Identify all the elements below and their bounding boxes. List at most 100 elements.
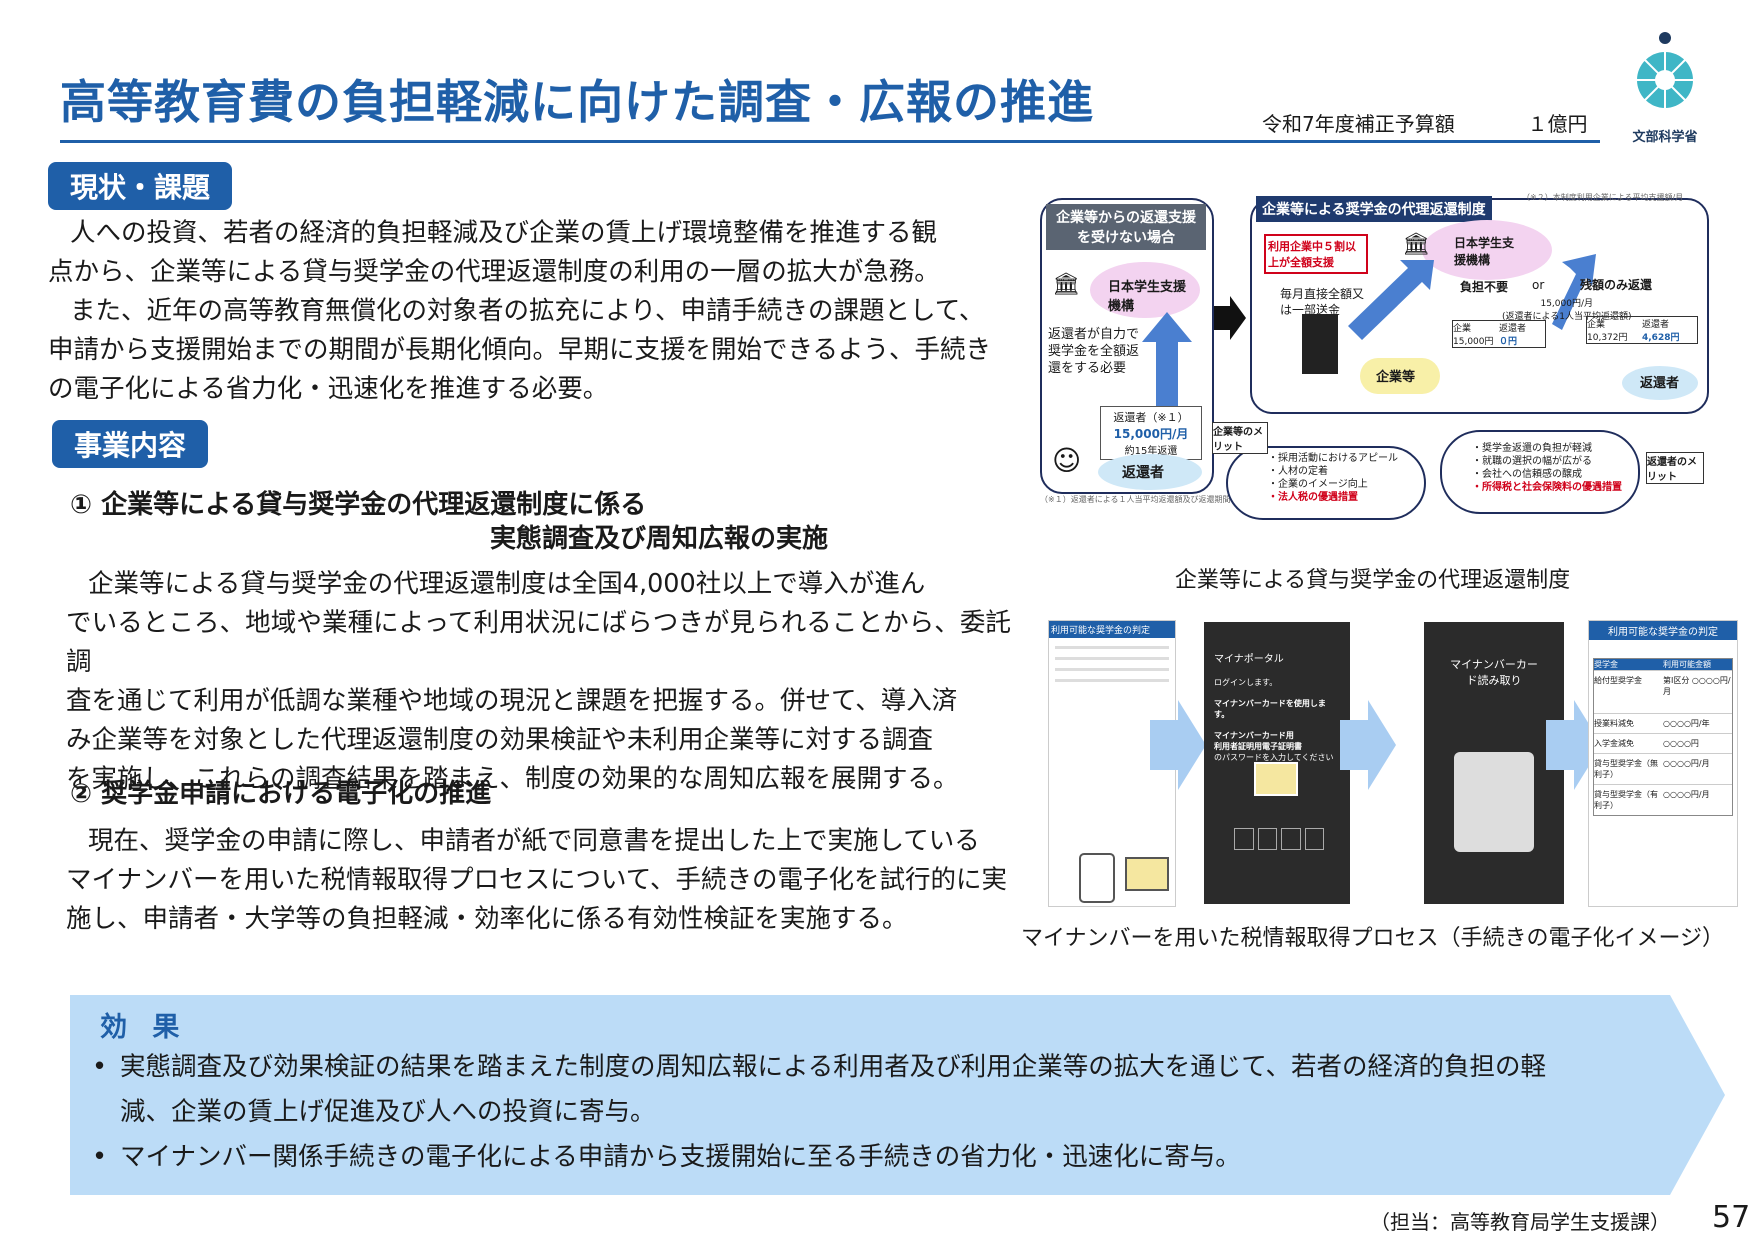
result-val: 第Ⅰ区分 ○○○○円/月 bbox=[1663, 670, 1732, 713]
jasso-bubble-right bbox=[1422, 220, 1552, 280]
avg-amount-note: (返還者による1人当平均返還額) bbox=[1502, 312, 1632, 322]
result-head: 奨学金 bbox=[1594, 659, 1663, 670]
figure2-caption: マイナンバーを用いた税情報取得プロセス（手続きの電子化イメージ） bbox=[1020, 926, 1725, 951]
ministry-logo: 文部科学省 bbox=[1630, 30, 1700, 145]
result-val: ○○○○円/月 bbox=[1663, 753, 1732, 784]
card-icon bbox=[1254, 762, 1298, 796]
effect-bullets: • 実態調査及び効果検証の結果を踏まえた制度の周知広報による利用者及び利用企業等… bbox=[92, 1045, 1652, 1180]
result-head: 利用可能金額 bbox=[1663, 659, 1732, 670]
repayer-merit: ・所得税と社会保険料の優遇措置 bbox=[1472, 482, 1622, 493]
repayer-label-right: 返還者 bbox=[1640, 376, 1680, 391]
table-a-company-val: 15,000円 bbox=[1453, 337, 1494, 347]
effect-label: 効 果 bbox=[100, 1012, 188, 1043]
or-label: or bbox=[1532, 278, 1545, 292]
logo-text: 文部科学省 bbox=[1632, 130, 1698, 145]
repayer-merit-title: 返還者のメリット bbox=[1646, 452, 1704, 484]
result-screen-title: 利用可能な奨学金の判定 bbox=[1589, 621, 1737, 640]
result-name: 給付型奨学金 bbox=[1594, 670, 1663, 713]
avg-amount: 15,000円/月 bbox=[1540, 299, 1593, 309]
avg-amount-block: 15,000円/月 (返還者による1人当平均返還額) bbox=[1502, 296, 1631, 322]
digitization-flow: 利用可能な奨学金の判定 マイナポータル ログインします。 マイナンバーカードを使… bbox=[1040, 620, 1740, 910]
item1-line: でいるところ、地域や業種によって利用状況にばらつきが見られることから、委託調 bbox=[66, 608, 1011, 677]
item1-line: み企業等を対象とした代理返還制度の効果検証や未利用企業等に対する調査 bbox=[66, 725, 934, 755]
result-table: 奨学金 利用可能金額 給付型奨学金 第Ⅰ区分 ○○○○円/月 授業料減免 ○○○… bbox=[1593, 658, 1733, 816]
effect-bullet-text: マイナンバー関係手続きの電子化による申請から支援開始に至る手続きの省力化・迅速化… bbox=[120, 1142, 1241, 1172]
budget-line: 令和7年度補正予算額 １億円 bbox=[1262, 108, 1587, 137]
status-line: の電子化による省力化・迅速化を推進する必要。 bbox=[48, 374, 609, 404]
logo-emblem-icon bbox=[1637, 32, 1693, 108]
left-amount-sub: 約15年返還 bbox=[1124, 446, 1178, 457]
item1-title-line2: 実態調査及び周知広報の実施 bbox=[490, 524, 829, 554]
transfer-arrow-icon bbox=[1348, 260, 1434, 340]
item1-title-line1: ① 企業等による貸与奨学金の代理返還制度に係る bbox=[70, 490, 647, 520]
phone-icon bbox=[1079, 853, 1115, 903]
proxy-header: 企業等による奨学金の代理返還制度 bbox=[1256, 196, 1492, 222]
item2-line: 施し、申請者・大学等の負担軽減・効率化に係る有効性検証を実施する。 bbox=[66, 904, 908, 934]
no-support-box: 企業等からの返還支援を受けない場合 🏛 日本学生支援機構 返還者が自力で奨学金を… bbox=[1040, 198, 1214, 494]
jasso-bubble-left bbox=[1090, 262, 1200, 318]
repayer-merit: ・就職の選択の幅が広がる bbox=[1472, 456, 1592, 467]
item2-line: 現在、奨学金の申請に際し、申請者が紙で同意書を提出した上で実施している bbox=[88, 826, 980, 856]
page-title: 高等教育費の負担軽減に向けた調査・広報の推進 bbox=[60, 75, 1094, 129]
mynaportal-line: のパスワードを入力してください bbox=[1214, 753, 1334, 762]
result-val: ○○○○円/年 bbox=[1663, 713, 1732, 733]
card-reading-title: マイナンバーカード読み取り bbox=[1450, 658, 1538, 687]
item1-line: 査を通じて利用が低調な業種や地域の現況と課題を把握する。併せて、導入済 bbox=[66, 686, 958, 716]
repay-arrow-icon bbox=[1142, 312, 1192, 428]
building-icon-right: 🏛 bbox=[1402, 232, 1430, 257]
status-paragraph: 人への投資、若者の経済的負担軽減及び企業の賃上げ環境整備を推進する観 点から、企… bbox=[48, 214, 1013, 409]
effect-banner bbox=[70, 995, 1725, 1195]
title-underline bbox=[60, 140, 1600, 143]
item2-line: マイナンバーを用いた税情報取得プロセスについて、手続きの電子化を試行的に実 bbox=[66, 865, 1007, 895]
repayer-label-left: 返還者 bbox=[1122, 465, 1164, 481]
figure1-caption: 企業等による貸与奨学金の代理返還制度 bbox=[1174, 568, 1571, 593]
jasso-label-right: 日本学生支援機構 bbox=[1454, 236, 1515, 267]
company-label: 企業等 bbox=[1376, 370, 1416, 385]
person-icon: ☺ bbox=[1052, 444, 1082, 477]
repayment-diagram: 企業等からの返還支援を受けない場合 🏛 日本学生支援機構 返還者が自力で奨学金を… bbox=[1040, 190, 1709, 520]
result-name: 入学金減免 bbox=[1594, 733, 1663, 753]
table-a-repayer-val: ０円 bbox=[1499, 337, 1518, 347]
self-repay-note: 返還者が自力で奨学金を全額返還をする必要 bbox=[1048, 327, 1140, 376]
mynumber-card-icon bbox=[1125, 857, 1169, 891]
left-amount-box: 返還者（※１） 15,000円/月 約15年返還 bbox=[1100, 406, 1202, 460]
company-merit: ・企業のイメージ向上 bbox=[1268, 479, 1368, 490]
result-name: 貸与型奨学金（無利子） bbox=[1594, 753, 1663, 784]
direct-transfer-note: 毎月直接全額又は一部送金 bbox=[1280, 287, 1365, 317]
repay-arrow-right-icon bbox=[1552, 254, 1596, 330]
status-line: 申請から支援開始までの期間が長期化傾向。早期に支援を開始できるよう、手続き bbox=[48, 335, 991, 365]
effect-bullet-text: 実態調査及び効果検証の結果を踏まえた制度の周知広報による利用者及び利用企業等の拡… bbox=[120, 1052, 1546, 1082]
no-support-header: 企業等からの返還支援を受けない場合 bbox=[1046, 204, 1206, 250]
result-name: 授業料減免 bbox=[1594, 713, 1663, 733]
effect-bullet-1: • 実態調査及び効果検証の結果を踏まえた制度の周知広報による利用者及び利用企業等… bbox=[92, 1045, 1652, 1135]
table-partial-support: 企業 返還者 10,372円 4,628円 bbox=[1586, 316, 1698, 344]
table-b-company-val: 10,372円 bbox=[1587, 333, 1628, 343]
item2-paragraph: 現在、奨学金の申請に際し、申請者が紙で同意書を提出した上で実施している マイナン… bbox=[66, 822, 1011, 939]
page-number: 57 bbox=[1712, 1200, 1751, 1235]
table-a-repayer: 返還者 bbox=[1499, 324, 1527, 334]
result-name: 貸与型奨学金（有利子） bbox=[1594, 784, 1663, 815]
eligibility-screen-title: 利用可能な奨学金の判定 bbox=[1049, 621, 1175, 638]
status-line: 点から、企業等による貸与奨学金の代理返還制度の利用の一層の拡大が急務。 bbox=[48, 257, 940, 287]
pin-boxes bbox=[1234, 828, 1324, 850]
effect-bullet-text: 減、企業の賃上げ促進及び人への投資に寄与。 bbox=[120, 1097, 656, 1127]
transition-arrow-icon bbox=[1214, 296, 1246, 340]
table-b-repayer: 返還者 bbox=[1642, 320, 1670, 330]
company-bubble bbox=[1360, 358, 1440, 394]
flow-arrow-icon bbox=[1150, 700, 1206, 790]
mynaportal-line: マイナンバーカード用 bbox=[1214, 731, 1294, 740]
mynaportal-line: 利用者証明用電子証明書 bbox=[1214, 742, 1302, 751]
repayer-merit: ・会社への信頼感の醸成 bbox=[1472, 469, 1582, 480]
mynaportal-title: マイナポータル bbox=[1214, 654, 1284, 665]
office-building-icon bbox=[1302, 314, 1338, 374]
item1-line: 企業等による貸与奨学金の代理返還制度は全国4,000社以上で導入が進ん bbox=[88, 569, 926, 599]
repayer-merit: ・奨学金返還の負担が軽減 bbox=[1472, 443, 1592, 454]
footnote1: （※１）返還者による１人当平均返還額及び返還期間 bbox=[1040, 495, 1231, 504]
department-footer: （担当：高等教育局学生支援課） bbox=[1370, 1210, 1670, 1234]
company-merit-title: 企業等のメリット bbox=[1212, 422, 1268, 454]
building-icon: 🏛 bbox=[1052, 272, 1080, 297]
budget-label: 令和7年度補正予算額 bbox=[1262, 112, 1455, 136]
result-val: ○○○○円 bbox=[1663, 733, 1732, 753]
status-line: また、近年の高等教育無償化の対象者の拡充により、申請手続きの課題として、 bbox=[70, 296, 985, 326]
left-amount-label: 返還者（※１） bbox=[1113, 411, 1189, 424]
